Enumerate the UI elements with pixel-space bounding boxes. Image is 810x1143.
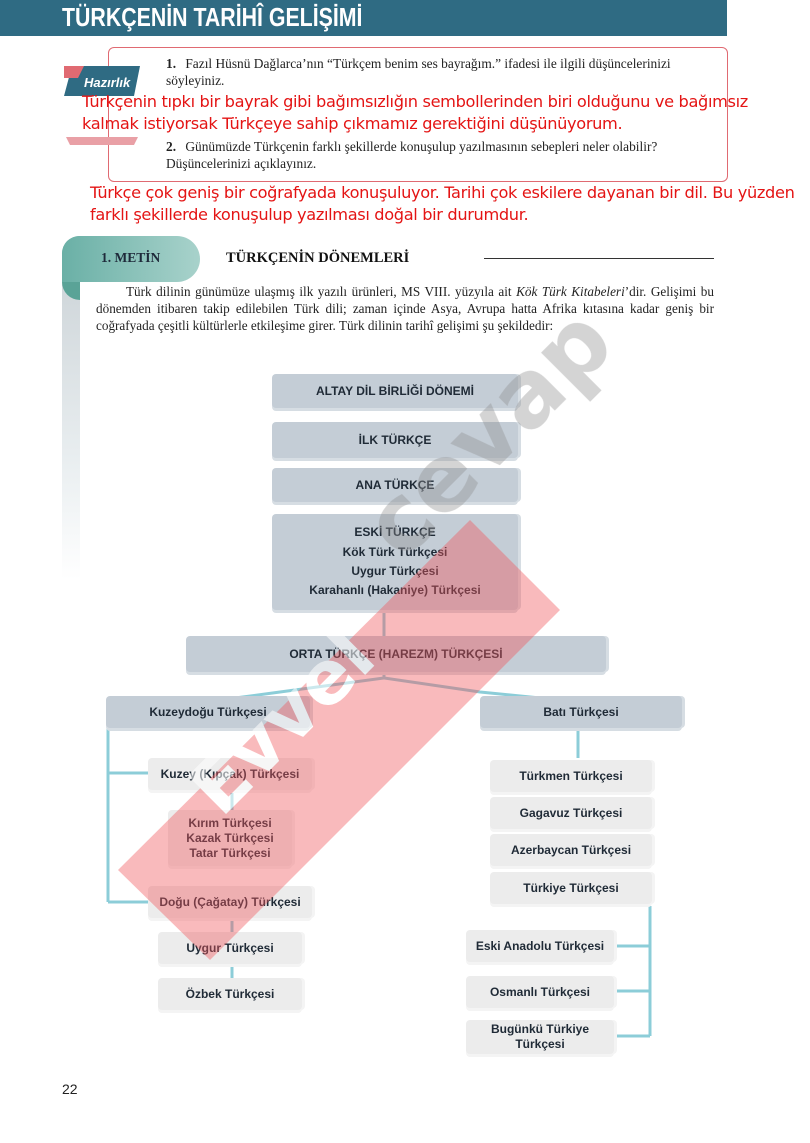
box-label: Uygur Türkçesi	[186, 940, 274, 955]
box-item: Kazak Türkçesi	[186, 830, 274, 845]
intro-paragraph: Türk dilinin günümüze ulaşmış ilk yazılı…	[96, 283, 714, 334]
box-ana-turkce: ANA TÜRKÇE	[272, 468, 518, 502]
box-altay: ALTAY DİL BİRLİĞİ DÖNEMİ	[272, 374, 518, 408]
section-label: 1. METİN	[101, 250, 161, 265]
box-label: ANA TÜRKÇE	[355, 478, 435, 492]
box-label: Eski Anadolu Türkçesi	[475, 938, 605, 953]
margin-shade	[62, 280, 80, 580]
box-azerbaycan: Azerbaycan Türkçesi	[490, 834, 652, 866]
box-label: Doğu (Çağatay) Türkçesi	[159, 894, 301, 909]
question-2: 2. Günümüzde Türkçenin farklı şekillerde…	[166, 138, 726, 172]
box-label: Kuzeydoğu Türkçesi	[149, 705, 267, 719]
answer-line: kalmak istiyorsak Türkçeye sahip çıkmamı…	[82, 114, 623, 133]
box-turkiye: Türkiye Türkçesi	[490, 872, 652, 904]
box-label: ORTA TÜRKÇE (HAREZM) TÜRKÇESİ	[289, 647, 503, 661]
box-item: Kırım Türkçesi	[188, 815, 272, 830]
box-label: Batı Türkçesi	[543, 705, 619, 719]
box-uygur: Uygur Türkçesi	[158, 932, 302, 964]
box-ozbek: Özbek Türkçesi	[158, 978, 302, 1010]
box-osmanli: Osmanlı Türkçesi	[466, 976, 614, 1008]
question-1: 1. Fazıl Hüsnü Dağlarca’nın “Türkçem ben…	[166, 55, 726, 89]
box-label: İLK TÜRKÇE	[358, 433, 432, 447]
preparation-badge-shape	[64, 66, 140, 96]
paragraph-text: ’dir. Gelişimi bu dönemden itibaren taki…	[96, 284, 714, 333]
header-band	[0, 0, 727, 36]
question-number: 2.	[166, 139, 177, 154]
paragraph-italic: Kök Türk Kitabeleri	[516, 284, 625, 299]
box-turkmen: Türkmen Türkçesi	[490, 760, 652, 792]
box-item: Kök Türk Türkçesi	[342, 544, 448, 559]
box-dogu-cagatay: Doğu (Çağatay) Türkçesi	[148, 886, 312, 918]
box-eski-anadolu: Eski Anadolu Türkçesi	[466, 930, 614, 962]
box-label: Bugünkü Türkiye Türkçesi	[490, 1022, 589, 1051]
question-number: 1.	[166, 56, 177, 71]
box-item: Karahanlı (Hakaniye) Türkçesi	[309, 582, 481, 597]
page-title: TÜRKÇENİN TARİHÎ GELİŞİMİ	[62, 2, 363, 32]
preparation-stripe	[66, 137, 138, 145]
paragraph-text: Türk dilinin günümüze ulaşmış ilk yazılı…	[126, 284, 517, 299]
box-kuzey-kipcak: Kuzey (Kıpçak) Türkçesi	[148, 758, 312, 790]
box-label: Gagavuz Türkçesi	[519, 805, 623, 820]
answer-line: farklı şekillerde konuşulup yazılması do…	[90, 205, 529, 224]
box-label: ALTAY DİL BİRLİĞİ DÖNEMİ	[315, 384, 474, 398]
box-label: Türkmen Türkçesi	[519, 768, 623, 783]
section-title: TÜRKÇENİN DÖNEMLERİ	[226, 250, 410, 266]
page-number: 22	[62, 1081, 78, 1097]
box-bugunku-turkiye: Bugünkü Türkiye Türkçesi	[466, 1020, 614, 1054]
box-orta-turkce: ORTA TÜRKÇE (HAREZM) TÜRKÇESİ	[186, 636, 606, 672]
question-text: Günümüzde Türkçenin farklı şekillerde ko…	[166, 139, 658, 171]
answer-2: Türkçe çok geniş bir coğrafyada konuşulu…	[90, 182, 795, 226]
box-label: Kuzey (Kıpçak) Türkçesi	[160, 766, 300, 781]
question-text: Fazıl Hüsnü Dağlarca’nın “Türkçem benim …	[166, 56, 671, 88]
section-tab	[62, 236, 200, 282]
box-item: Tatar Türkçesi	[189, 845, 271, 860]
box-kuzey-children: Kırım Türkçesi Kazak Türkçesi Tatar Türk…	[168, 810, 292, 866]
box-eski-turkce: ESKİ TÜRKÇE Kök Türk Türkçesi Uygur Türk…	[272, 514, 518, 610]
answer-1: Türkçenin tıpkı bir bayrak gibi bağımsız…	[82, 91, 748, 135]
box-kuzeydogu: Kuzeydoğu Türkçesi	[106, 696, 310, 728]
preparation-badge-label: Hazırlık	[84, 75, 131, 90]
box-label: Özbek Türkçesi	[185, 986, 275, 1001]
box-label: Türkiye Türkçesi	[523, 880, 619, 895]
box-label: Osmanlı Türkçesi	[489, 984, 591, 999]
box-ilk-turkce: İLK TÜRKÇE	[272, 422, 518, 458]
box-gagavuz: Gagavuz Türkçesi	[490, 797, 652, 829]
preparation-box	[108, 47, 728, 182]
box-bati: Batı Türkçesi	[480, 696, 682, 728]
answer-line: Türkçenin tıpkı bir bayrak gibi bağımsız…	[82, 92, 748, 111]
box-label: Azerbaycan Türkçesi	[510, 842, 632, 857]
title-rule	[484, 258, 714, 259]
answer-line: Türkçe çok geniş bir coğrafyada konuşulu…	[90, 183, 795, 202]
box-item: Uygur Türkçesi	[351, 563, 439, 578]
box-label: ESKİ TÜRKÇE	[354, 524, 436, 539]
